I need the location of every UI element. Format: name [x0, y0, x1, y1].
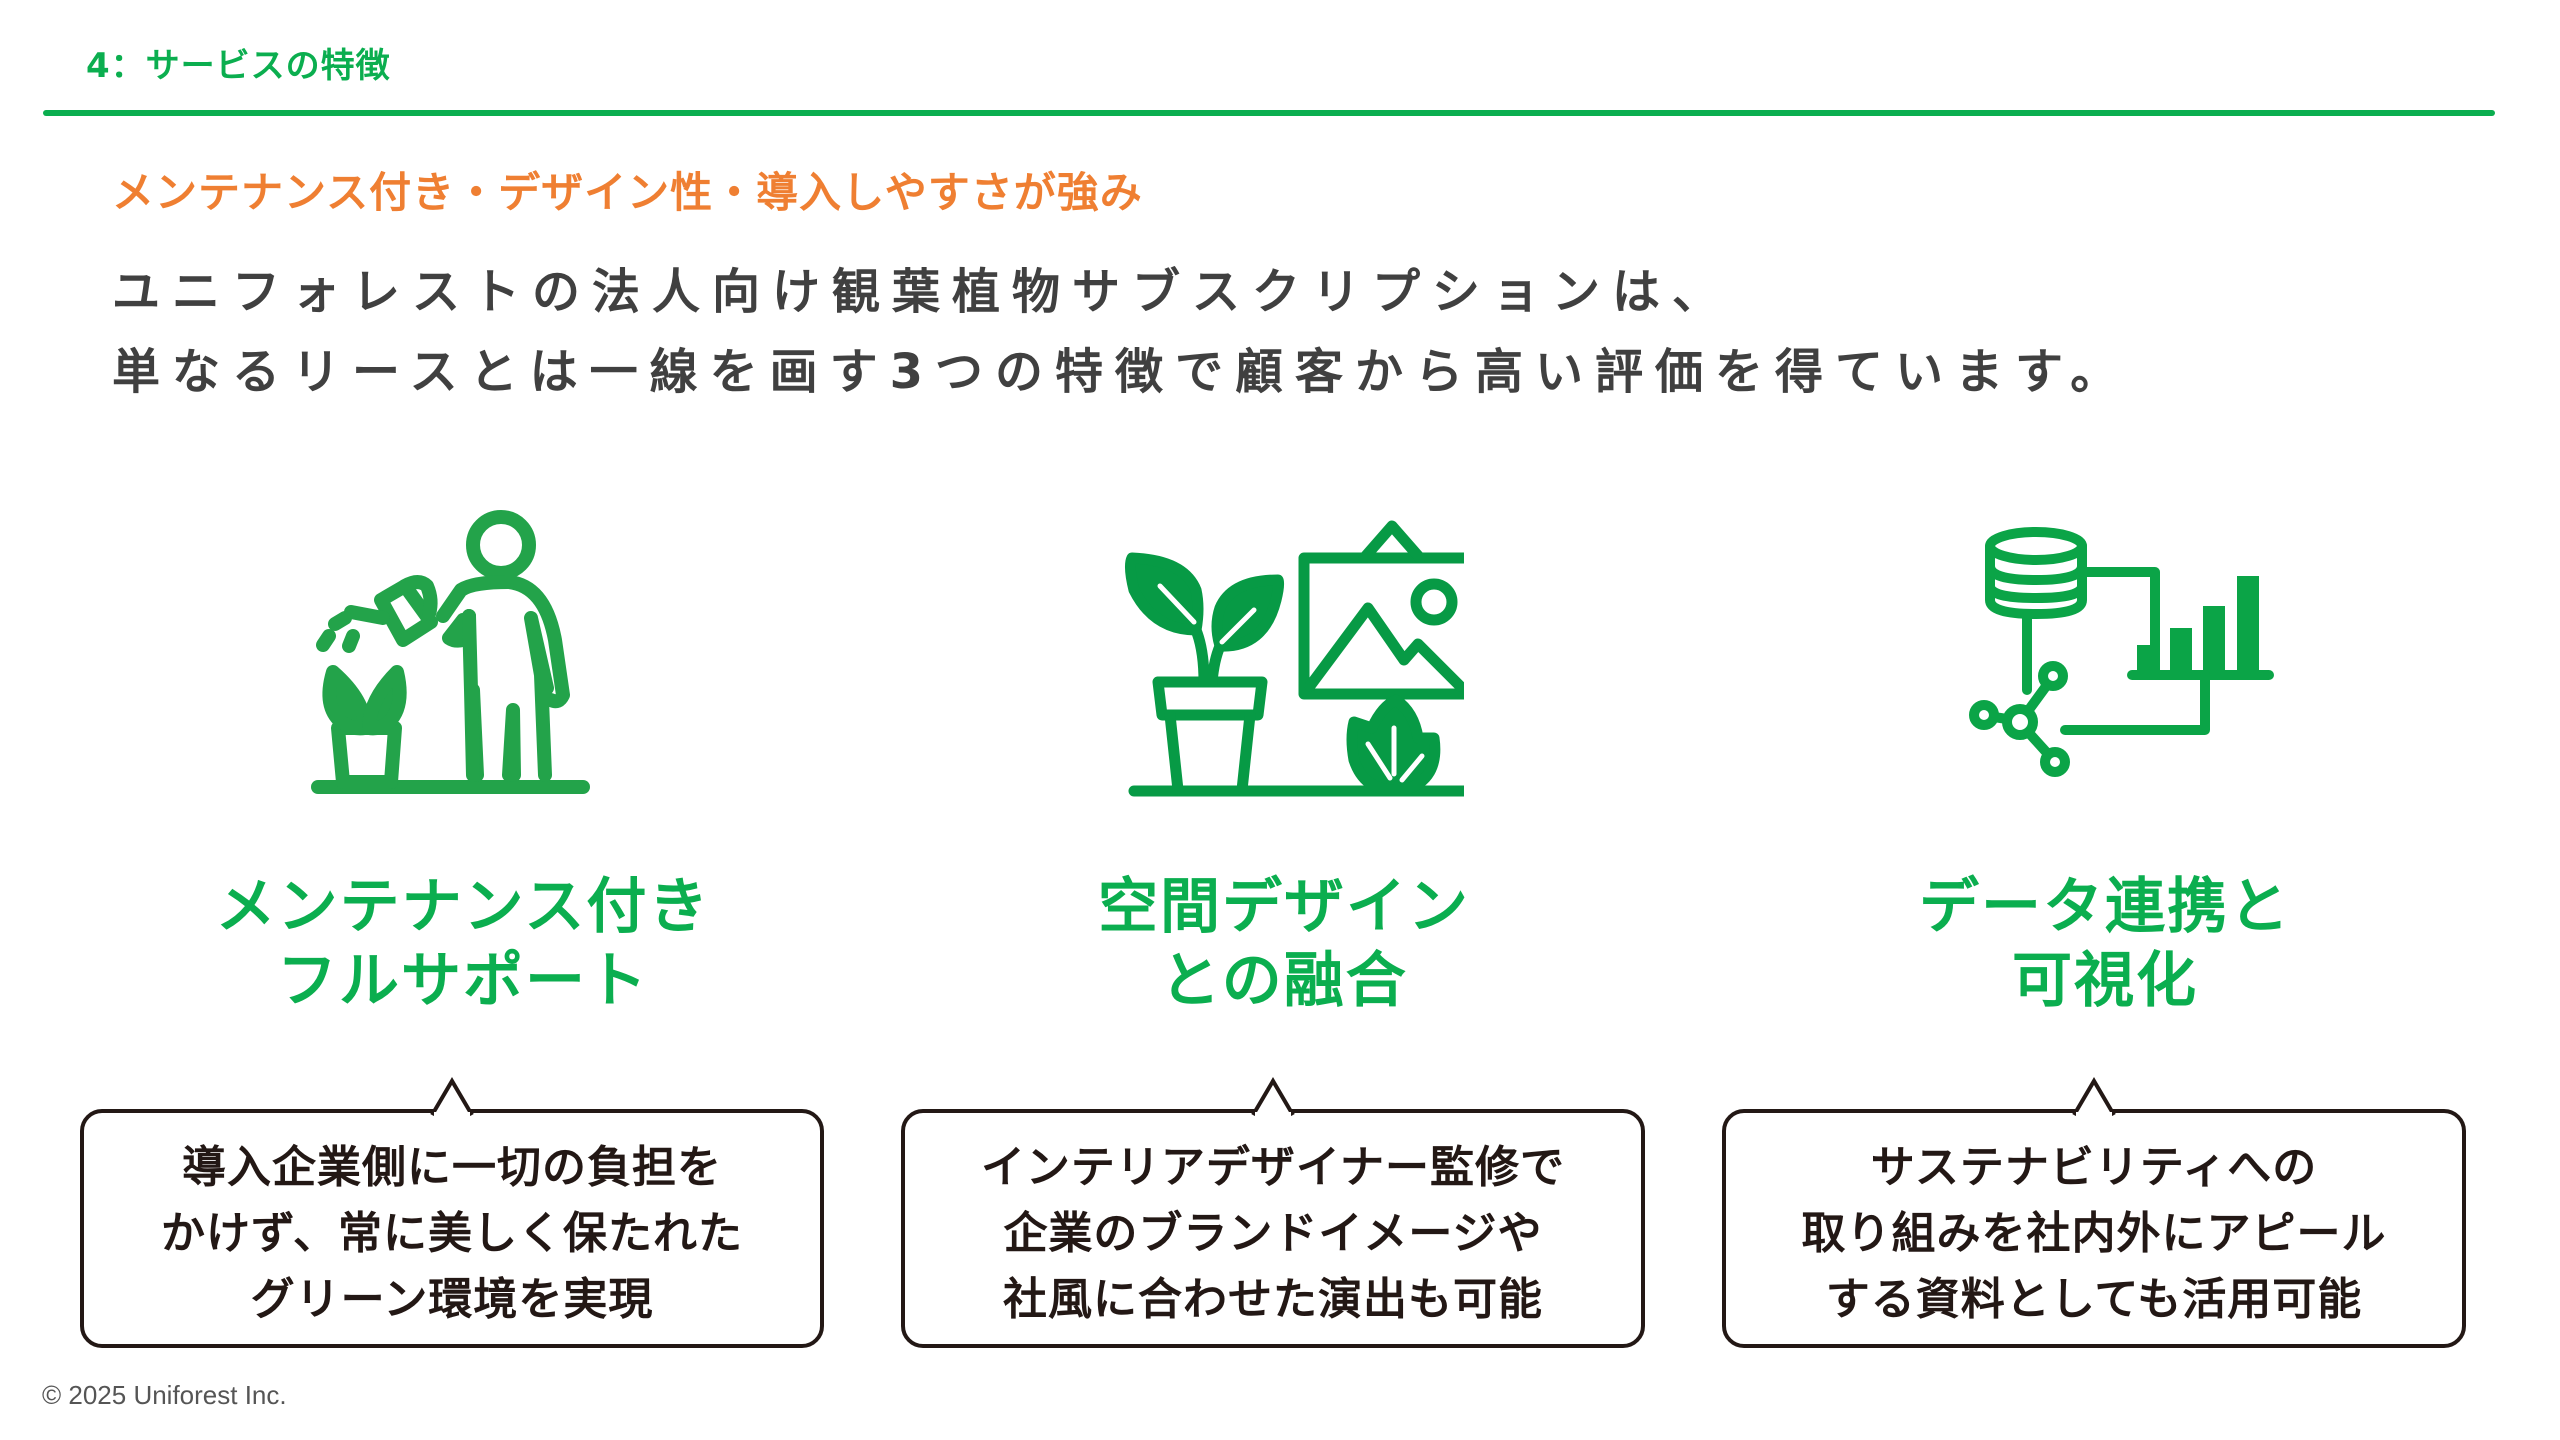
person-watering-plant-icon — [283, 490, 643, 810]
plant-and-picture-frame-icon — [1104, 490, 1464, 810]
callout-tail — [2072, 1077, 2116, 1118]
subtitle: メンテナンス付き・デザイン性・導入しやすさが強み — [112, 168, 1143, 217]
callout-box: サステナビリティへの 取り組みを社内外にアピール する資料としても活用可能 — [1722, 1077, 2466, 1348]
callout-tail — [430, 1077, 474, 1118]
callout-text: サステナビリティへの 取り組みを社内外にアピール する資料としても活用可能 — [1801, 1142, 2387, 1325]
lead-line-2: 単なるリースとは一線を画す3つの特徴で顧客から高い評価を得ています。 — [112, 344, 2131, 400]
feature-title: メンテナンス付き フルサポート — [215, 872, 711, 1016]
callout-box: 導入企業側に一切の負担を かけず、常に美しく保たれた グリーン環境を実現 — [80, 1077, 824, 1348]
feature-title: 空間デザイン との融合 — [1098, 872, 1470, 1016]
feature-title: データ連携と 可視化 — [1919, 872, 2291, 1016]
lead-line-1: ユニフォレストの法人向け観葉植物サブスクリプションは、 — [112, 264, 1733, 320]
callout-text: 導入企業側に一切の負担を かけず、常に美しく保たれた グリーン環境を実現 — [161, 1142, 743, 1325]
callout-box: インテリアデザイナー監修で 企業のブランドイメージや 社風に合わせた演出も可能 — [901, 1077, 1645, 1348]
copyright-footer: © 2025 Uniforest Inc. — [42, 1380, 287, 1410]
callout-text: インテリアデザイナー監修で 企業のブランドイメージや 社風に合わせた演出も可能 — [980, 1142, 1566, 1325]
database-chart-network-icon — [1925, 490, 2285, 810]
section-label: 4：サービスの特徴 — [86, 46, 391, 86]
header-divider — [43, 110, 2495, 116]
callout-tail — [1251, 1077, 1295, 1118]
lead-text: ユニフォレストの法人向け観葉植物サブスクリプションは、 単なるリースとは一線を画… — [112, 252, 2130, 412]
